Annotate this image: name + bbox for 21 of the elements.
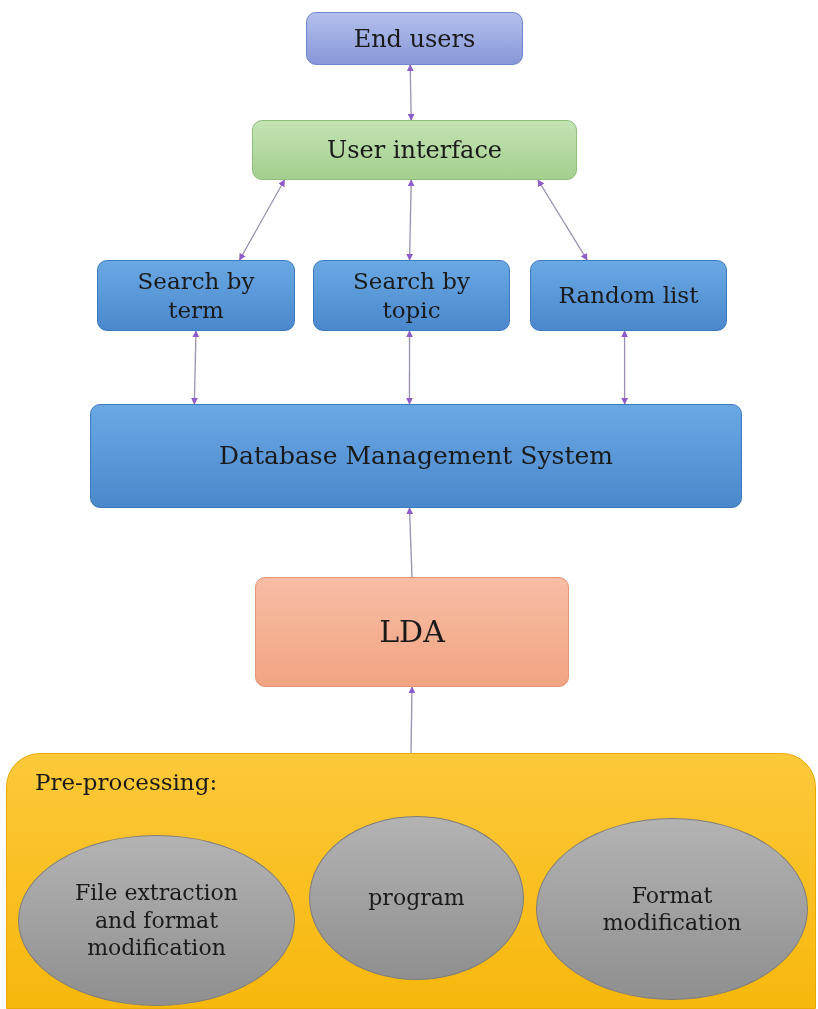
arrow [621, 330, 629, 405]
arrow [408, 686, 416, 754]
process-box: Search by topic [313, 260, 510, 331]
process-box: Database Management System [90, 404, 742, 508]
arrow [406, 330, 414, 405]
process-box: LDA [255, 577, 569, 687]
process-box: User interface [252, 120, 577, 180]
arrow [406, 507, 414, 578]
arrow [537, 179, 588, 261]
arrow [406, 64, 415, 121]
process-ellipse: Format modification [536, 818, 808, 1000]
arrow [406, 179, 415, 261]
panel-heading: Pre-processing: [35, 768, 218, 797]
group-panel [6, 753, 816, 1009]
process-box: Random list [530, 260, 727, 331]
process-box: End users [306, 12, 523, 65]
arrow [190, 330, 200, 405]
process-box: Search by term [97, 260, 295, 331]
process-ellipse: program [309, 816, 524, 980]
process-ellipse: File extraction and format modification [18, 835, 295, 1006]
arrow [238, 179, 286, 261]
